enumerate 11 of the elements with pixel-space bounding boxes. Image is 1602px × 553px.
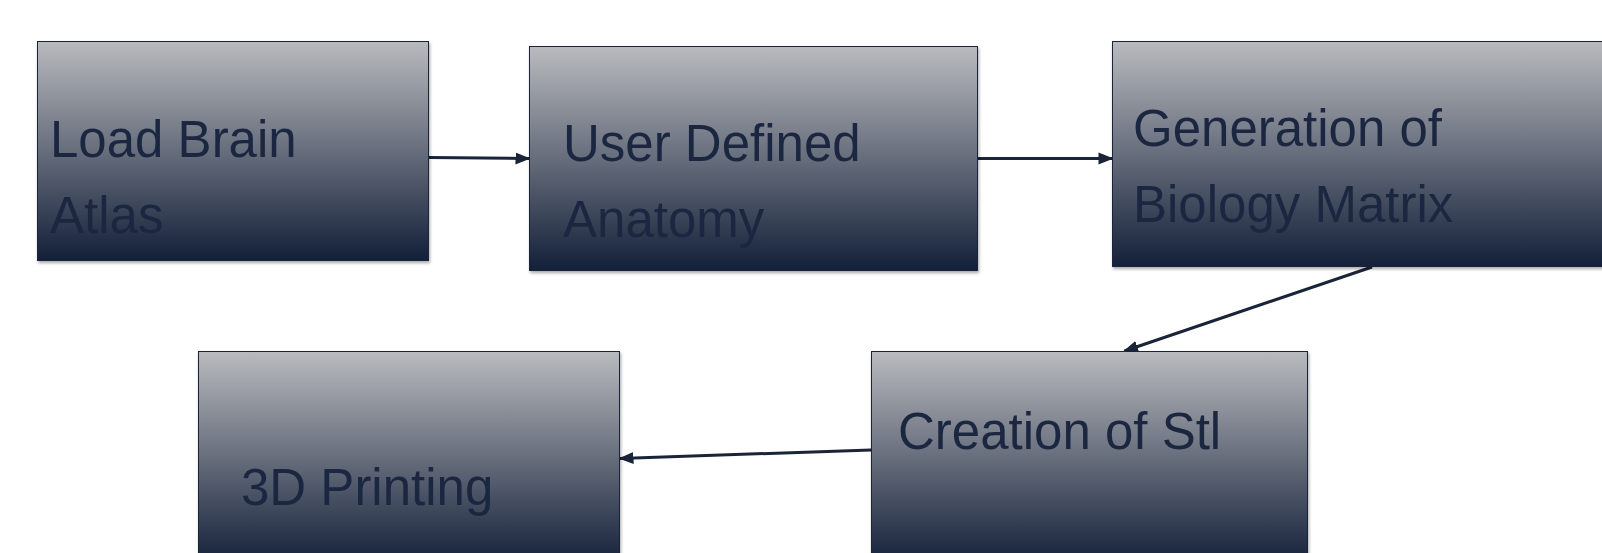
process-box [198, 351, 620, 553]
process-box [871, 351, 1308, 553]
arrow [978, 152, 1114, 165]
box-label: 3D Printing [241, 458, 495, 518]
process-box [1112, 41, 1602, 267]
process-box [37, 41, 429, 261]
arrow [1123, 265, 1373, 353]
arrow [618, 448, 872, 465]
process-box [529, 46, 978, 271]
arrow [429, 152, 531, 165]
box-label: Creation of Stl [898, 402, 1223, 462]
